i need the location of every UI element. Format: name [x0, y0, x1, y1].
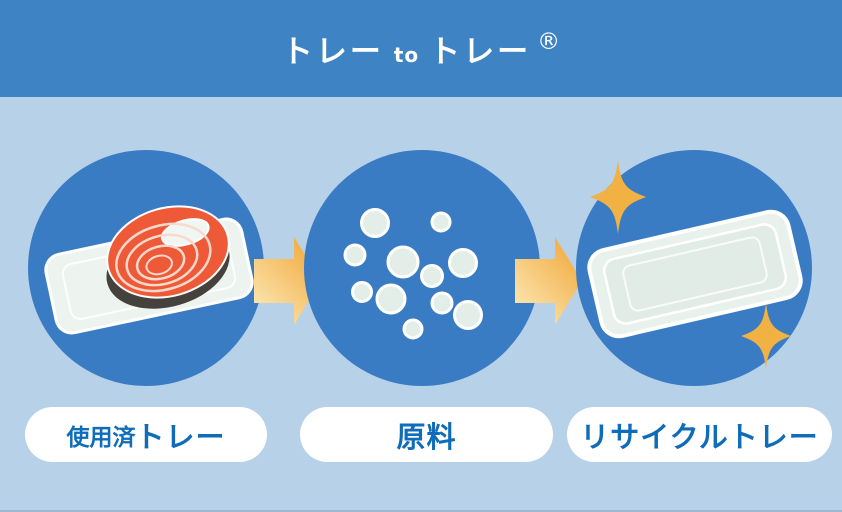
recycled-tray-icon [587, 209, 803, 339]
registered-trademark-icon: ® [537, 29, 561, 55]
label-used-tray: 使用済 トレー [25, 407, 267, 462]
title-part2: トレー [429, 34, 532, 70]
sparkle-icon [740, 303, 792, 369]
step-circle-used-tray [28, 150, 264, 386]
sparkle-icon [589, 160, 647, 234]
bottom-edge-divider [0, 510, 842, 512]
title-connector: to [393, 43, 420, 67]
page-title: トレー to トレー ® [282, 26, 560, 71]
pellets-icon [343, 208, 483, 340]
label-raw-material-text: 原料 [396, 419, 457, 454]
salmon-tray-icon [44, 205, 254, 335]
right-arrow-icon [515, 237, 582, 325]
title-part1: トレー [281, 34, 384, 70]
label-used-tray-prefix: 使用済 [66, 424, 136, 451]
step-circle-raw-material [304, 150, 540, 386]
label-recycled-tray: リサイクルトレー [567, 407, 832, 462]
title-bar: トレー to トレー ® [0, 0, 842, 97]
label-raw-material: 原料 [300, 407, 553, 462]
label-used-tray-text: トレー [135, 419, 226, 454]
label-recycled-tray-text: リサイクルトレー [580, 419, 819, 454]
